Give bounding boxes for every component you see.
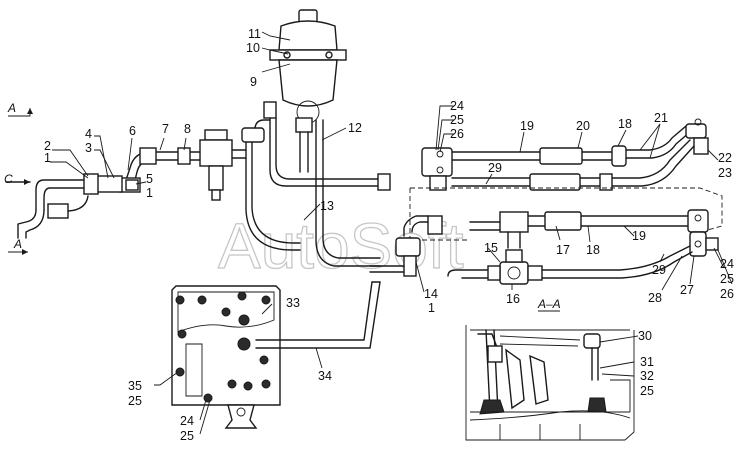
- callout-31: 31: [640, 355, 654, 369]
- callout-14: 14: [424, 287, 438, 301]
- control-unit: [171, 285, 281, 429]
- leader-lines: [50, 31, 733, 435]
- callout-6: 6: [129, 124, 136, 138]
- callout-24-upper: 24: [450, 99, 464, 113]
- callout-18-upper: 18: [618, 117, 632, 131]
- callout-35: 35: [128, 379, 142, 393]
- callout-27: 27: [680, 283, 694, 297]
- callout-34: 34: [318, 369, 332, 383]
- callout-30: 30: [638, 329, 652, 343]
- callout-4: 4: [85, 127, 92, 141]
- section-a-top: A: [7, 101, 16, 115]
- callout-22: 22: [718, 151, 732, 165]
- callout-32: 32: [640, 369, 654, 383]
- callout-12: 12: [348, 121, 362, 135]
- callout-7: 7: [162, 122, 169, 136]
- callout-29-lower: 29: [652, 263, 666, 277]
- callout-1c: 1: [428, 301, 435, 315]
- callout-20: 20: [576, 119, 590, 133]
- callout-23: 23: [718, 166, 732, 180]
- callout-11: 11: [248, 27, 261, 41]
- callout-18-lower: 18: [586, 243, 600, 257]
- callout-2: 2: [44, 139, 51, 153]
- section-a-bottom: A: [13, 237, 22, 251]
- callout-24-bottom: 24: [180, 414, 194, 428]
- callout-29-upper: 29: [488, 161, 502, 175]
- callout-5: 5: [146, 172, 153, 186]
- callout-17: 17: [556, 243, 570, 257]
- callout-3: 3: [85, 141, 92, 155]
- section-a-a-inset: [465, 325, 635, 441]
- callout-25-lower: 25: [720, 272, 734, 286]
- section-a-a-title: A–A: [537, 297, 561, 311]
- callout-33: 33: [286, 296, 300, 310]
- callout-16: 16: [506, 292, 520, 306]
- callout-25-inset: 25: [640, 384, 654, 398]
- callout-28: 28: [648, 291, 662, 305]
- callout-19-upper: 19: [520, 119, 534, 133]
- valve-assembly: [199, 129, 247, 201]
- callout-15: 15: [484, 241, 498, 255]
- brake-chamber: [263, 9, 347, 133]
- callout-25-left: 25: [128, 394, 142, 408]
- callout-10: 10: [246, 41, 260, 55]
- callouts: 2 1 4 3 5 1 6 7 8 11 10 9 12 13 14 1 15 …: [44, 27, 734, 443]
- callout-9: 9: [250, 75, 257, 89]
- callout-21: 21: [654, 111, 668, 125]
- callout-19-lower: 19: [632, 229, 646, 243]
- valve-16: [487, 249, 543, 285]
- callout-1b: 1: [146, 186, 153, 200]
- callout-25-bottom: 25: [180, 429, 194, 443]
- callout-26-lower: 26: [720, 287, 734, 301]
- callout-26-upper: 26: [450, 127, 464, 141]
- section-c-view: C: [4, 172, 13, 186]
- callout-13: 13: [320, 199, 334, 213]
- callout-1: 1: [44, 151, 51, 165]
- callout-8: 8: [184, 122, 191, 136]
- callout-25-upper: 25: [450, 113, 464, 127]
- callout-24-lower: 24: [720, 257, 734, 271]
